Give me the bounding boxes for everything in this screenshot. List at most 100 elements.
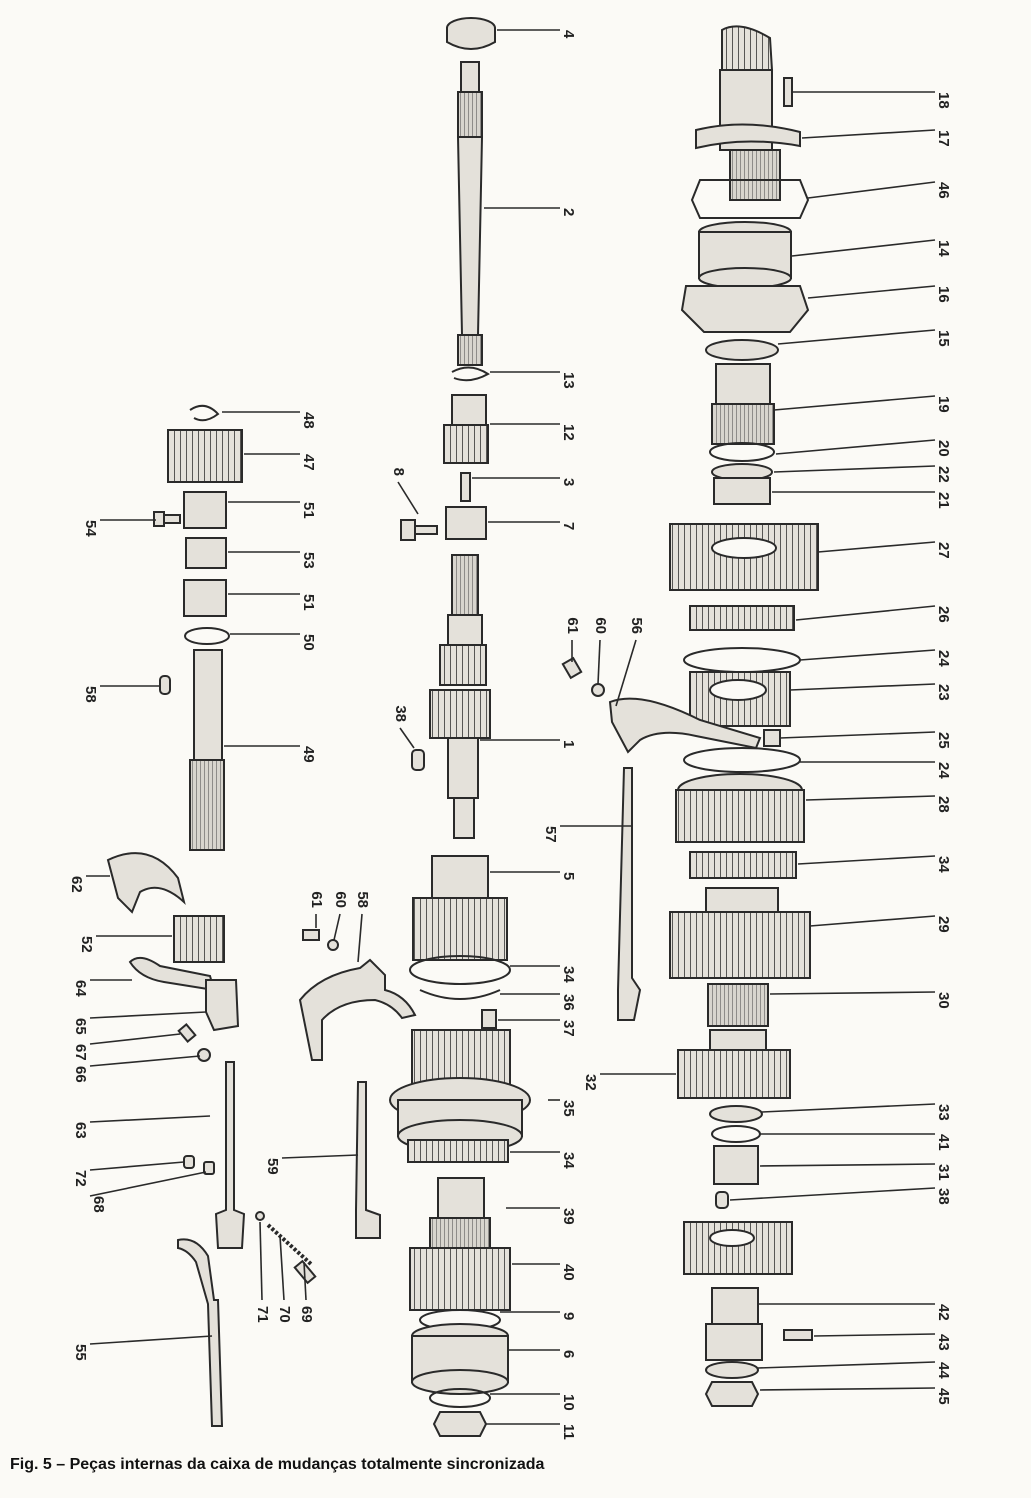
part-34-ring-right [689,851,797,879]
leader-line-31 [759,1163,936,1167]
part-66-washer [197,1048,211,1062]
leader-line-25 [779,731,936,739]
part-37-block [481,1009,497,1029]
part-6-bearing [411,1323,509,1395]
part-1-pinion-shaft [719,25,781,201]
leader-line-59 [281,1154,359,1159]
part-20-ring [709,442,775,462]
callout-46: 46 [935,182,952,199]
callout-12: 12 [560,424,577,441]
part-14-bearing [698,221,792,289]
part-13-circlip [451,366,490,382]
leader-line-72 [89,1161,185,1171]
part-39-hub [429,1177,491,1249]
callout-24: 24 [935,762,952,779]
leader-line-34 [797,855,936,865]
leader-line-45 [759,1387,936,1391]
leader-line-15 [777,329,936,345]
callout-16: 16 [935,286,952,303]
callout-26: 26 [935,606,952,623]
part-28-sleeve [675,773,805,843]
part-43-bolt [783,1329,813,1341]
part-42-bearing [705,1287,763,1361]
callout-11: 11 [560,1424,577,1440]
callout-7: 7 [560,522,577,530]
callout-36: 36 [560,994,577,1011]
callout-40: 40 [560,1264,577,1281]
part-62-reverse-fork [106,852,186,914]
part-60-washer-center [327,939,339,951]
callout-48: 48 [300,412,317,429]
callout-51: 51 [300,594,317,611]
leader-line-56 [615,639,637,707]
part-51-needle-bearing-lower [183,579,227,617]
callout-29: 29 [935,916,952,933]
leader-line-38 [399,727,415,749]
part-7-bush [445,506,487,540]
callout-60: 60 [592,617,609,634]
part-24-spring-upper [683,647,801,673]
part-71-ball [255,1211,265,1221]
part-16-retainer [680,285,810,333]
callout-69: 69 [298,1306,315,1323]
leader-line-23 [789,683,936,691]
part-59-shift-rail [355,1081,381,1239]
part-29-gear [669,887,811,979]
callout-41: 41 [935,1134,952,1151]
callout-28: 28 [935,796,952,813]
callout-13: 13 [560,372,577,389]
callout-21: 21 [935,492,952,509]
part-48-circlip [189,404,220,422]
callout-55: 55 [72,1344,89,1361]
part-56-fork [608,697,762,754]
callout-59: 59 [264,1158,281,1175]
callout-17: 17 [935,130,952,147]
part-12-small-gear [443,394,489,464]
callout-57: 57 [542,826,559,843]
leader-line-69 [303,1261,307,1301]
leader-line-24 [799,649,936,661]
leader-line-14 [791,239,936,257]
callout-6: 6 [560,1350,577,1358]
part-53-spacer [185,537,227,569]
part-10-washer [429,1388,491,1408]
callout-70: 70 [276,1306,293,1323]
callout-72: 72 [72,1170,89,1187]
callout-8: 8 [390,468,407,476]
callout-34: 34 [935,856,952,873]
part-2-main-shaft [456,61,484,366]
part-34-ring-lower [407,1139,509,1163]
part-30-needle-bearing [707,983,769,1027]
callout-50: 50 [300,634,317,651]
leader-line-44 [757,1361,936,1369]
part-31-sleeve [713,1145,759,1185]
callout-1: 1 [560,740,577,748]
part-38-key-right [715,1191,729,1209]
callout-44: 44 [935,1362,952,1379]
callout-61: 61 [564,617,581,634]
callout-20: 20 [935,440,952,457]
leader-line-58 [357,913,363,963]
leader-line-30 [769,991,936,995]
part-8-bolt [400,519,438,541]
callout-58: 58 [354,891,371,908]
callout-34: 34 [560,1152,577,1169]
callout-39: 39 [560,1208,577,1225]
callout-56: 56 [628,617,645,634]
leader-line-70 [279,1235,285,1301]
right-countershaft-assembly [561,25,819,1407]
callout-60: 60 [332,891,349,908]
part-25-key [763,729,781,747]
part-21-spacer [713,477,771,505]
leader-line-26 [795,605,936,621]
callout-31: 31 [935,1164,952,1181]
part-26-synchro-ring [689,605,795,631]
leader-line-60 [333,913,341,941]
callout-19: 19 [935,396,952,413]
figure-caption: Fig. 5 – Peças internas da caixa de muda… [10,1456,545,1473]
callout-34: 34 [560,966,577,983]
callout-3: 3 [560,478,577,486]
part-58-shift-fork [298,958,417,1061]
part-61-bolt-right [561,656,583,680]
